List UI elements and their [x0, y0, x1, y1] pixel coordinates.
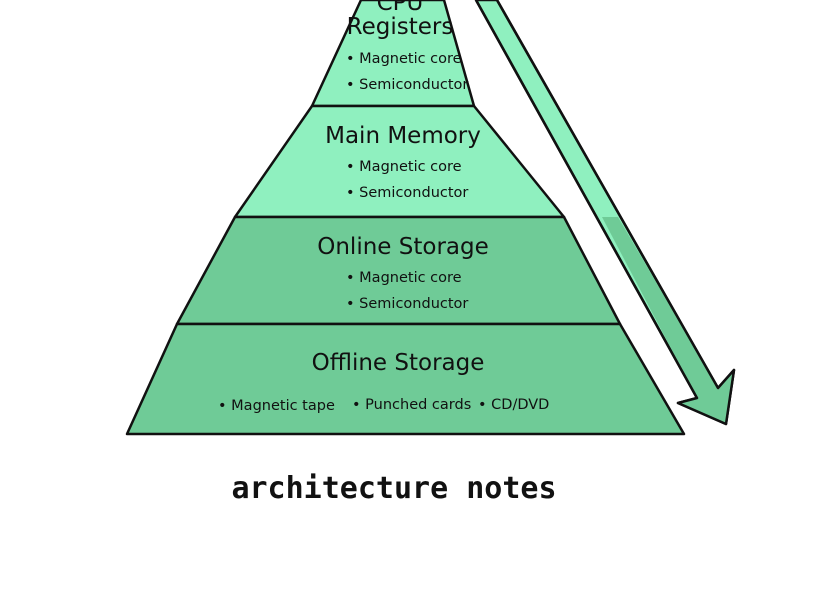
tier-1-bullet-1: • Magnetic core: [346, 51, 462, 67]
tier-1-title-line-1: CPU: [377, 0, 424, 16]
tier-1-bullet-2: • Semiconductor: [346, 77, 468, 93]
tier-online-storage: Online Storage • Magnetic core • Semicon…: [317, 234, 489, 312]
tier-3-title: Online Storage: [317, 234, 489, 260]
tier-4-bullet-3: • CD/DVD: [478, 397, 549, 413]
tier-cpu-registers: CPU Registers • Magnetic core • Semicond…: [346, 0, 468, 93]
tier-3-bullet-1: • Magnetic core: [346, 270, 462, 286]
tier-4-bullet-2: • Punched cards: [352, 397, 471, 413]
tier-2-bullet-1: • Magnetic core: [346, 159, 462, 175]
arrow-shaft-shade: [602, 217, 734, 424]
tier-2-title: Main Memory: [325, 123, 481, 149]
tier-4-shape: [125, 322, 686, 436]
tier-main-memory: Main Memory • Magnetic core • Semiconduc…: [325, 123, 481, 201]
tier-3-bullet-2: • Semiconductor: [346, 296, 468, 312]
arrow-outline: [474, 0, 736, 426]
tier-2-bullet-2: • Semiconductor: [346, 185, 468, 201]
pyramid: [125, 0, 686, 436]
decreasing-direction-arrow: [474, 0, 736, 426]
tier-offline-storage: Offline Storage • Magnetic tape • Punche…: [218, 350, 549, 414]
tier-4-bullet-1: • Magnetic tape: [218, 398, 335, 414]
footer-caption: architecture notes: [231, 471, 556, 506]
tier-4-title: Offline Storage: [312, 350, 485, 376]
tier-1-title-line-2: Registers: [347, 14, 454, 40]
